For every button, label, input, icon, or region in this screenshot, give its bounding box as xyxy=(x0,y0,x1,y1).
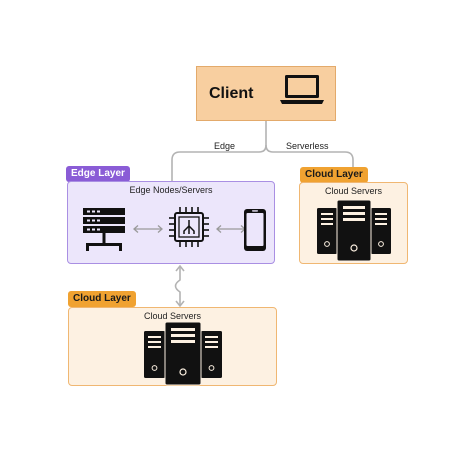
server-rack-icon xyxy=(83,208,125,251)
cloud-layer-panel-bottom[interactable]: Cloud Servers xyxy=(68,307,277,386)
cloud-servers-title-bottom: Cloud Servers xyxy=(143,311,202,321)
serverless-connector-label: Serverless xyxy=(283,141,332,151)
arrowhead-down xyxy=(175,300,185,308)
server-towers-icon xyxy=(144,322,222,386)
client-label: Client xyxy=(209,85,254,102)
cpu-chip-icon xyxy=(169,207,209,247)
edge-layer-tag: Edge Layer xyxy=(66,166,130,182)
bidirectional-arrow-icon xyxy=(133,225,163,233)
cloud-layer-panel-right[interactable]: Cloud Servers xyxy=(299,182,408,264)
smartphone-icon xyxy=(244,209,266,251)
serverless-connector xyxy=(265,144,354,168)
edge-layer-panel[interactable]: Edge Nodes/Servers xyxy=(67,181,275,264)
server-towers-icon xyxy=(317,200,391,262)
edge-layer-title: Edge Nodes/Servers xyxy=(129,185,213,195)
cloud-layer-tag-right: Cloud Layer xyxy=(300,167,368,183)
cloud-servers-title-right: Cloud Servers xyxy=(324,186,383,196)
edge-to-cloud-connector xyxy=(174,266,181,306)
laptop-icon xyxy=(280,75,324,104)
cloud-layer-tag-bottom: Cloud Layer xyxy=(68,291,136,307)
edge-connector-label: Edge xyxy=(211,141,239,151)
client-node[interactable]: Client xyxy=(196,66,336,121)
edge-connector xyxy=(171,121,267,181)
arrowhead-up xyxy=(175,264,185,272)
